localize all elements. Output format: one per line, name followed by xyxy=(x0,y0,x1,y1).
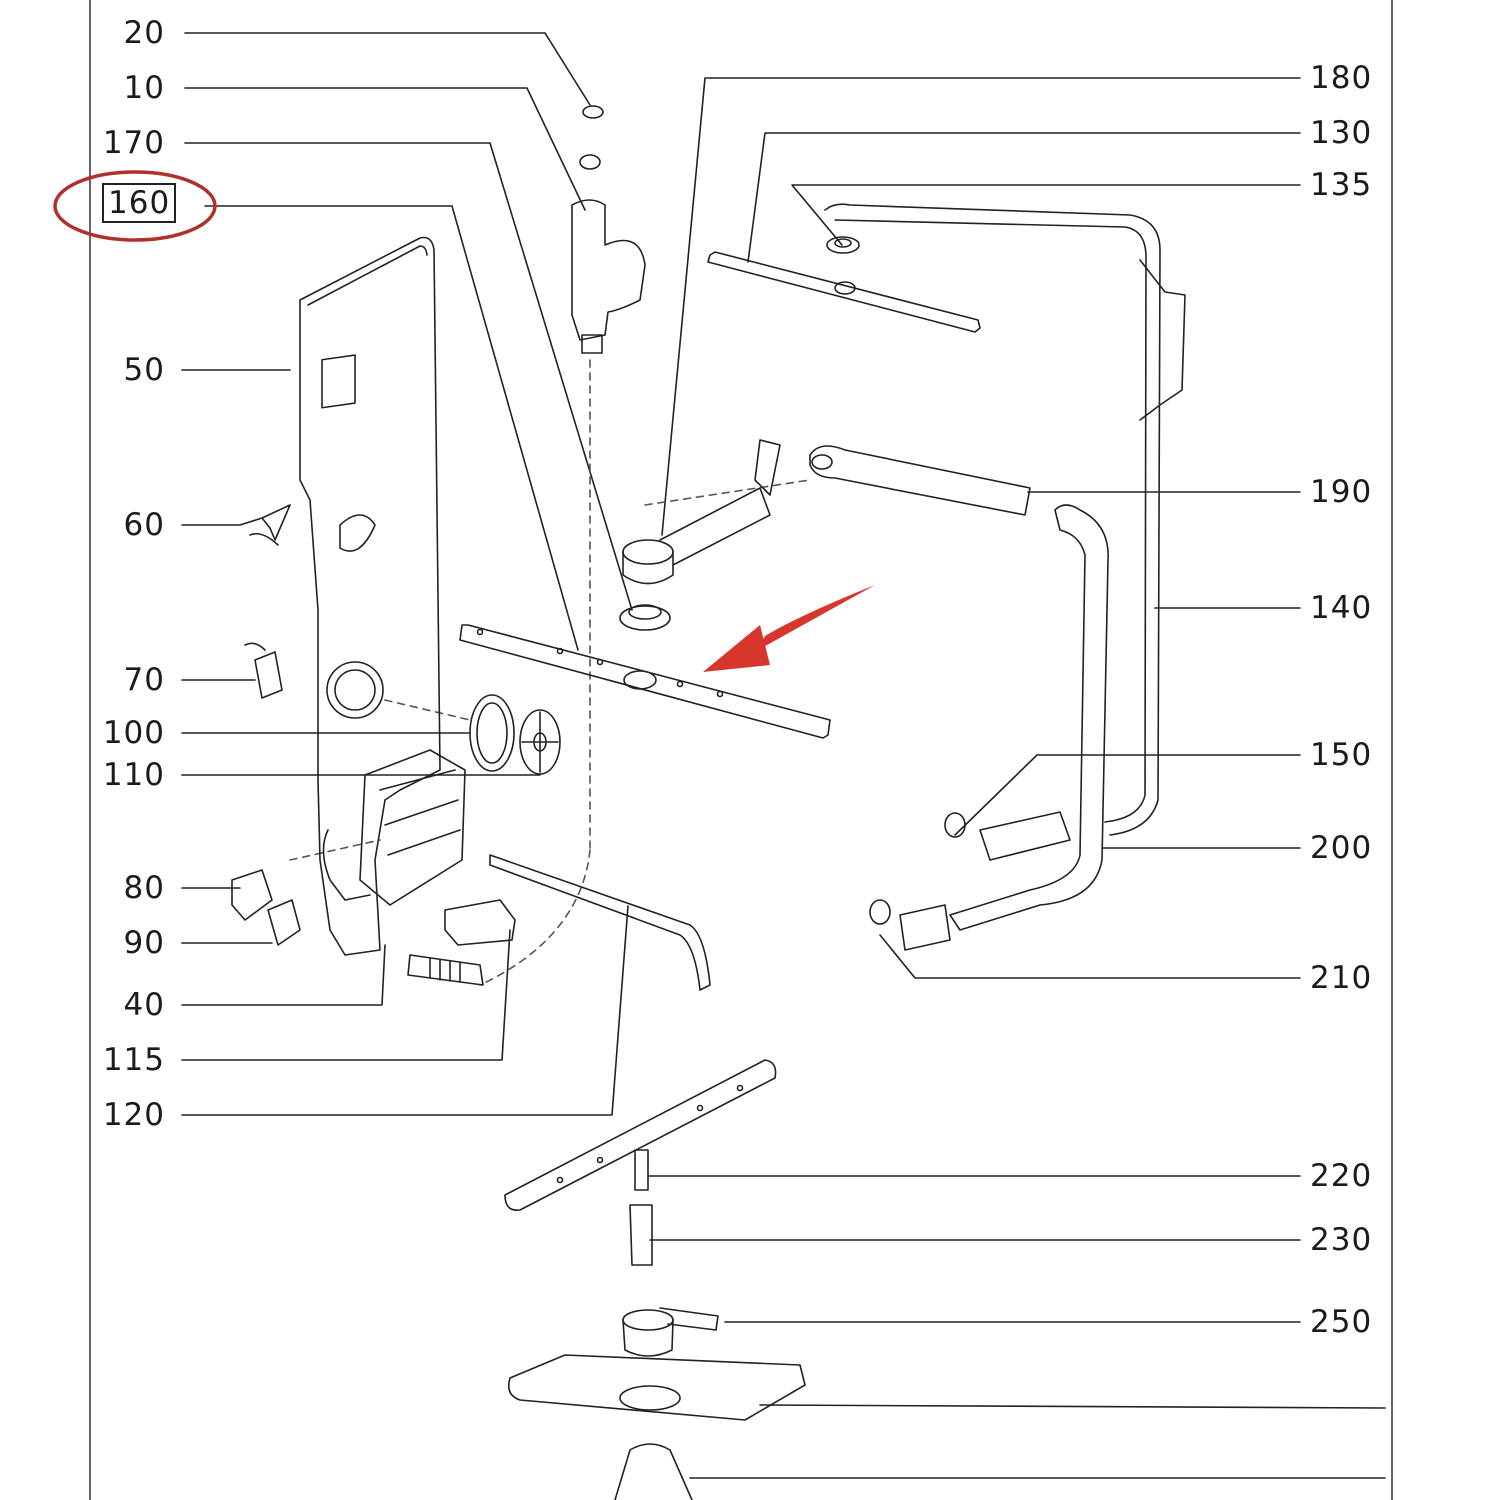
label-20: 20 xyxy=(123,15,165,51)
tube-120 xyxy=(489,854,711,991)
spray-arm-160 xyxy=(459,624,831,739)
filter-250 xyxy=(622,1307,719,1357)
label-140: 140 xyxy=(1310,590,1373,626)
supply-pipe-140 xyxy=(824,203,1186,836)
hose-200 xyxy=(949,504,1109,931)
hose-connector-40 xyxy=(407,954,484,986)
sump-plate xyxy=(507,1354,806,1421)
label-250: 250 xyxy=(1310,1304,1373,1340)
heater-115 xyxy=(444,899,516,946)
lower-spray-arm-220 xyxy=(504,1059,777,1212)
label-80: 80 xyxy=(123,870,165,906)
label-110: 110 xyxy=(102,757,165,793)
red-arrow xyxy=(703,585,875,672)
connector-230 xyxy=(629,1204,653,1266)
pump-housing xyxy=(322,749,466,906)
label-230: 230 xyxy=(1310,1222,1373,1258)
label-170: 170 xyxy=(102,125,165,161)
leader-lines-right xyxy=(647,77,1386,1479)
hose-clip-150 xyxy=(944,812,966,838)
sensor-70 xyxy=(244,642,283,699)
label-200: 200 xyxy=(1310,830,1373,866)
label-90: 90 xyxy=(123,925,165,961)
top-spray-arm-130 xyxy=(707,251,981,333)
clip-60 xyxy=(249,504,291,546)
valve-90 xyxy=(267,899,301,946)
side-panel-50 xyxy=(299,236,441,956)
bottom-cone xyxy=(614,1443,693,1500)
hose-clip-210 xyxy=(869,899,951,951)
pipe-190 xyxy=(809,445,1031,516)
label-100: 100 xyxy=(102,715,165,751)
dashed-axis-lines xyxy=(289,359,811,986)
bearing-170 xyxy=(619,604,671,631)
label-70: 70 xyxy=(123,662,165,698)
impeller-110 xyxy=(519,709,561,775)
label-135: 135 xyxy=(1310,167,1373,203)
label-160-box: 160 xyxy=(102,183,177,223)
label-60: 60 xyxy=(123,507,165,543)
label-10: 10 xyxy=(123,70,165,106)
highlight-ellipse xyxy=(53,170,217,242)
spray-connector-10 xyxy=(571,199,646,354)
label-160: 160 xyxy=(102,183,177,223)
label-220: 220 xyxy=(1310,1158,1373,1194)
arm-hub-180 xyxy=(622,439,781,585)
label-120: 120 xyxy=(102,1097,165,1133)
label-150: 150 xyxy=(1310,737,1373,773)
seal-ring-100 xyxy=(469,694,515,772)
leader-lines-left xyxy=(181,32,633,1116)
top-washer-20 xyxy=(579,105,604,170)
label-190: 190 xyxy=(1310,474,1373,510)
label-210: 210 xyxy=(1310,960,1373,996)
label-50: 50 xyxy=(123,352,165,388)
label-180: 180 xyxy=(1310,60,1373,96)
label-40: 40 xyxy=(123,987,165,1023)
label-115: 115 xyxy=(102,1042,165,1078)
valve-80 xyxy=(231,869,273,921)
washer-135 xyxy=(826,236,860,254)
label-130: 130 xyxy=(1310,115,1373,151)
